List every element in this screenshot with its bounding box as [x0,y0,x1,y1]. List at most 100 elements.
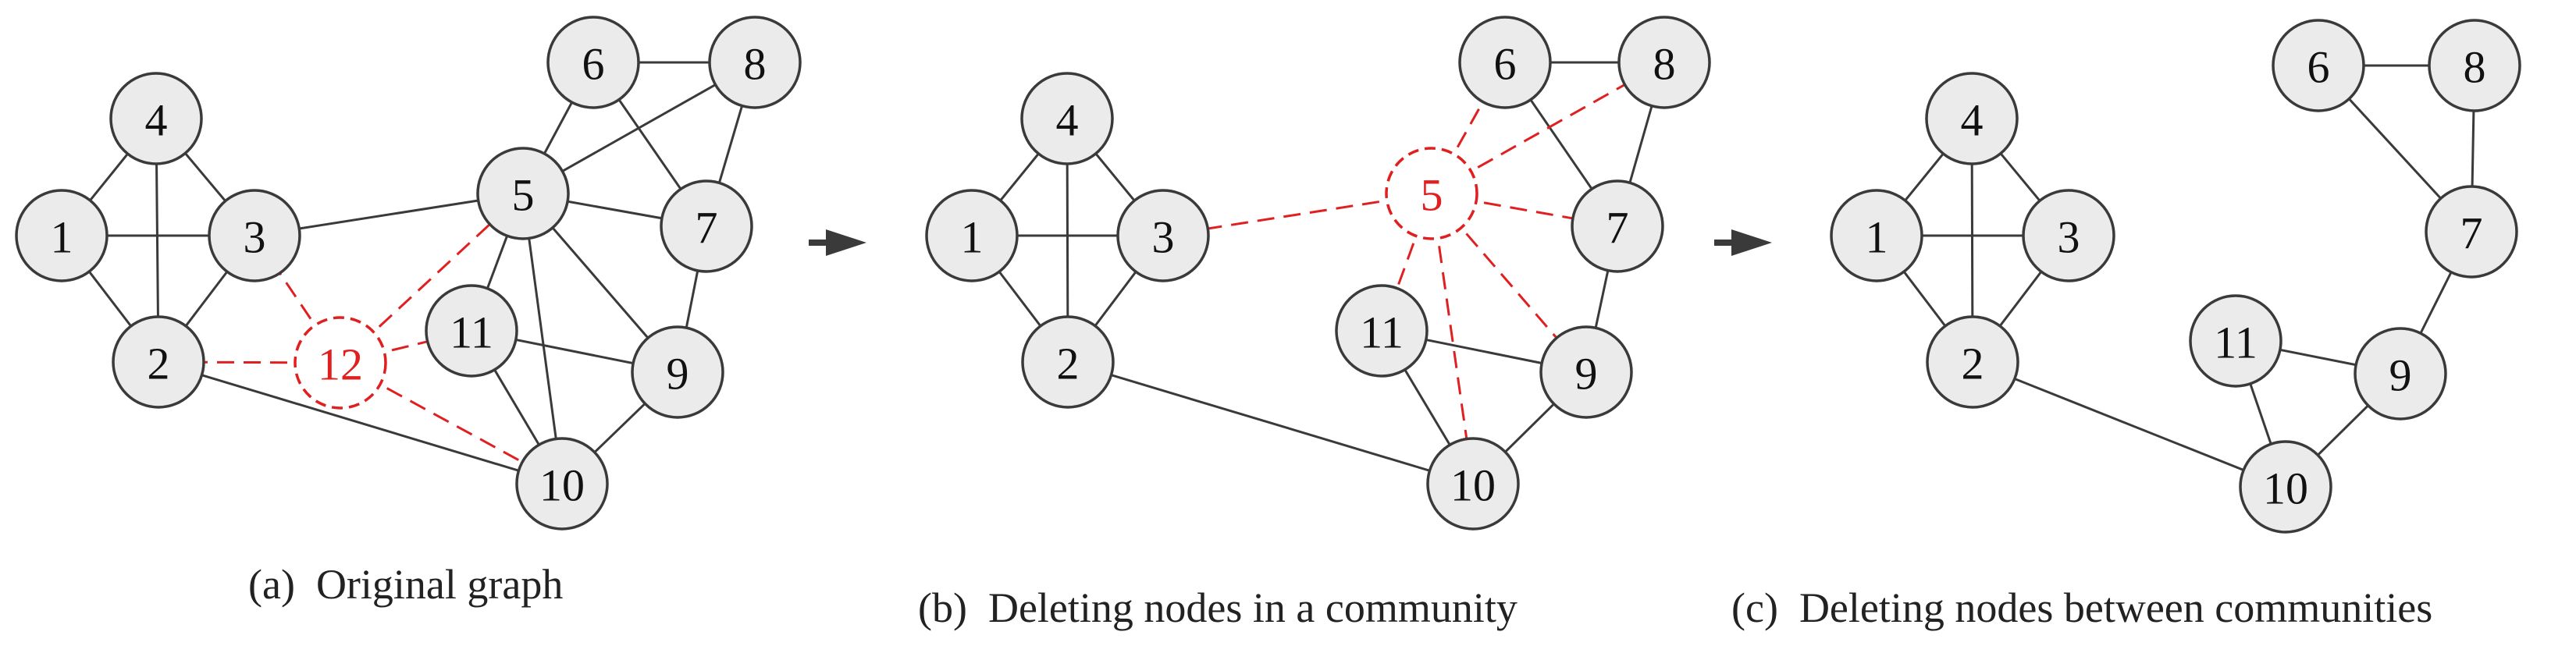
node-label: 9 [667,349,689,399]
node-label: 10 [539,460,585,511]
node-circle [2425,185,2518,279]
node-7: 7 [1571,179,1664,273]
edge-2-10 [1972,360,2286,488]
node-label: 6 [1494,39,1517,90]
node-5-deleted: 5 [1385,147,1478,240]
node-circle [2189,294,2282,388]
node-circle [660,179,753,273]
node-circle [631,325,724,419]
caption-prefix: (b) [918,584,967,631]
arrow-right-icon [1714,229,1772,256]
node-label: 4 [145,95,168,146]
node-11: 11 [1335,284,1429,378]
caption-panel-c: (c) Deleting nodes between communities [1731,584,2432,632]
node-circle [1020,72,1114,165]
node-4: 4 [1925,72,2019,165]
node-circle [1458,16,1552,109]
node-circle [425,284,518,378]
node-9: 9 [2354,327,2447,421]
node-label: 10 [2263,463,2308,514]
node-label: 3 [1152,212,1175,263]
node-circle [2022,189,2115,282]
node-5: 5 [476,147,570,240]
node-circle [15,189,109,282]
node-circle [1116,189,1210,282]
node-4: 4 [1020,72,1114,165]
node-12-deleted: 12 [294,316,387,410]
node-circle [112,315,205,409]
node-6: 6 [2272,19,2365,112]
node-4: 4 [109,72,203,165]
node-3: 3 [208,189,301,282]
node-circle [1335,284,1429,378]
node-label: 8 [744,39,767,90]
node-7: 7 [660,179,753,273]
node-8: 8 [2428,19,2521,112]
node-label: 11 [1360,307,1404,358]
node-label: 7 [696,203,718,254]
node-label: 6 [2307,42,2330,93]
node-label: 2 [148,339,170,389]
caption-panel-b: (b) Deleting nodes in a community [918,584,1517,632]
node-8: 8 [708,16,802,109]
node-1: 1 [1830,189,1923,282]
node-circle [1571,179,1664,273]
node-circle [1830,189,1923,282]
node-label: 1 [51,212,73,263]
node-10: 10 [1426,437,1520,531]
node-circle [1385,147,1478,240]
node-label: 10 [1450,460,1496,511]
node-circle [476,147,570,240]
node-10: 10 [515,437,609,531]
node-label: 2 [1962,339,1984,389]
node-label: 5 [512,170,535,221]
caption-prefix: (c) [1731,584,1778,631]
node-circle [708,16,802,109]
node-circle [1021,315,1115,409]
node-label: 4 [1961,95,1984,146]
caption-text: Deleting nodes in a community [987,584,1517,631]
node-label: 11 [2214,318,2258,368]
node-circle [109,72,203,165]
node-circle [208,189,301,282]
edge-5-10 [521,193,564,484]
edge-5-10-deleted [1430,193,1475,484]
node-circle [294,316,387,410]
node-6: 6 [546,16,640,109]
node-circle [1617,16,1711,109]
node-1: 1 [15,189,109,282]
node-6: 6 [1458,16,1552,109]
node-label: 4 [1056,95,1079,146]
node-circle [1925,72,2019,165]
node-label: 7 [1606,203,1629,254]
node-label: 1 [961,212,984,263]
node-2: 2 [1926,315,2019,409]
node-label: 5 [1421,170,1443,221]
node-circle [1426,437,1520,531]
node-label: 11 [450,307,493,358]
node-circle [2428,19,2521,112]
node-2: 2 [1021,315,1115,409]
node-label: 3 [2058,212,2080,263]
node-circle [546,16,640,109]
caption-panel-a: (a) Original graph [248,560,563,609]
node-circle [1539,325,1633,419]
node-label: 6 [582,39,605,90]
node-1: 1 [925,189,1019,282]
node-circle [1926,315,2019,409]
node-label: 1 [1866,212,1888,263]
nodes: 1 2 3 4 6 7 8 9 10 11 [1830,19,2521,534]
edge-2-10 [1067,360,1474,485]
node-label: 3 [244,212,266,263]
node-label: 7 [2460,208,2483,259]
node-label: 8 [2464,42,2486,93]
arrow-right-icon [809,229,866,256]
node-10: 10 [2239,440,2332,534]
node-label: 9 [1575,349,1598,399]
caption-text: Deleting nodes between communities [1799,584,2433,631]
